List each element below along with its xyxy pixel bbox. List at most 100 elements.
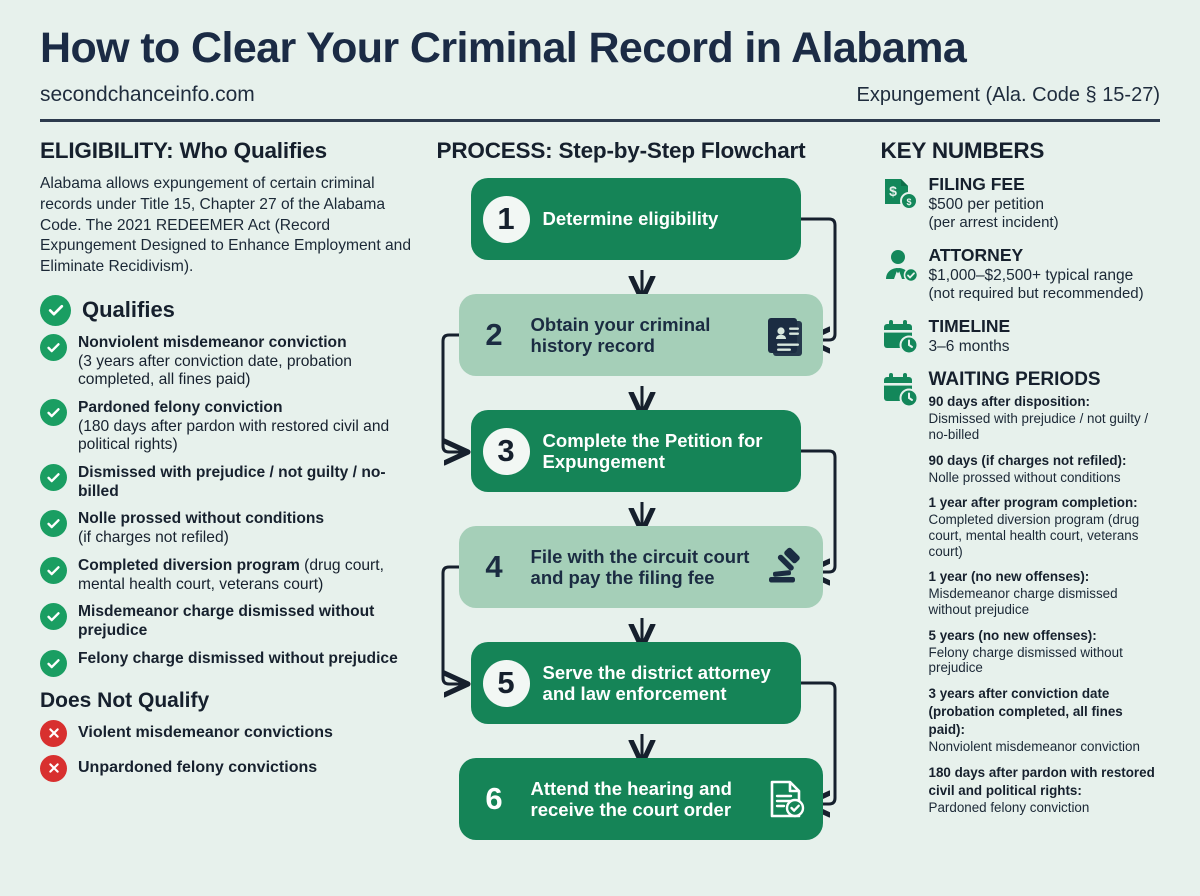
eligibility-intro: Alabama allows expungement of certain cr… [40, 175, 412, 276]
key-number-note: (not required but recommended) [928, 285, 1144, 303]
list-item: Nonviolent misdemeanor conviction(3 year… [40, 333, 423, 390]
step-label: Obtain your criminal history record [530, 313, 711, 357]
item-main: Pardoned felony conviction [78, 398, 283, 416]
key-number-value: 3–6 months [928, 338, 1010, 356]
list-item: Felony charge dismissed without prejudic… [40, 649, 423, 677]
item-sub: (3 years after conviction date, probatio… [78, 352, 352, 389]
gavel-icon [763, 544, 809, 590]
key-number-title: ATTORNEY [928, 245, 1024, 266]
key-numbers-column: KEY NUMBERS $$ FILING FEE $500 per petit… [867, 138, 1160, 874]
flow-step-1[interactable]: 1 Determine eligibility [470, 178, 801, 261]
item-main: Dismissed with prejudice / not guilty / … [78, 464, 386, 500]
waiting-label: 90 days after disposition: [928, 394, 1091, 410]
eligibility-column: ELIGIBILITY: Who Qualifies Alabama allow… [40, 138, 437, 874]
id-record-icon [763, 312, 809, 358]
step-number: 3 [482, 427, 530, 475]
list-item: Nolle prossed without conditions(if char… [40, 509, 423, 547]
check-icon [40, 294, 71, 326]
check-icon [40, 603, 67, 631]
check-icon [40, 398, 67, 426]
header-divider [40, 119, 1160, 123]
list-item: 1 year (no new offenses): Misdemeanor ch… [929, 568, 1160, 617]
step-number: 6 [485, 781, 503, 817]
page-title: How to Clear Your Criminal Record in Ala… [40, 24, 967, 72]
item-main: Nolle prossed without conditions [78, 510, 325, 528]
waiting-label: 1 year after program completion: [928, 495, 1138, 511]
item-main: Felony charge dismissed without prejudic… [78, 649, 398, 667]
flow-step-5[interactable]: 5 Serve the district attorney and law en… [470, 642, 801, 725]
key-number-note: (per arrest incident) [928, 214, 1059, 232]
check-icon [40, 510, 67, 538]
eligibility-heading: ELIGIBILITY: Who Qualifies [40, 138, 327, 164]
key-numbers-heading: KEY NUMBERS [880, 138, 1045, 164]
waiting-text: Pardoned felony conviction [928, 799, 1090, 815]
item-main: Unpardoned felony convictions [78, 758, 318, 776]
not-qualify-label: Does Not Qualify [40, 688, 210, 712]
step-label: File with the circuit court and pay the … [530, 545, 750, 589]
list-item: Pardoned felony conviction(180 days afte… [40, 398, 423, 455]
waiting-periods-section: WAITING PERIODS 90 days after dispositio… [881, 369, 1160, 824]
waiting-label: 1 year (no new offenses): [928, 569, 1090, 585]
item-main: Nonviolent misdemeanor conviction [78, 333, 347, 351]
check-icon [40, 556, 67, 584]
step-number: 2 [485, 317, 503, 353]
waiting-text: Nolle prossed without conditions [928, 469, 1121, 485]
waiting-label: 90 days (if charges not refiled): [928, 452, 1127, 468]
waiting-text: Felony charge dismissed without prejudic… [928, 644, 1123, 676]
flow-step-3[interactable]: 3 Complete the Petition for Expungement [470, 410, 801, 493]
key-number-attorney: ATTORNEY $1,000–$2,500+ typical range (n… [881, 245, 1160, 303]
key-number-value: $500 per petition [928, 196, 1045, 214]
qualifies-header: Qualifies [40, 294, 423, 326]
waiting-text: Nonviolent misdemeanor conviction [928, 738, 1140, 754]
list-item: 90 days after disposition: Dismissed wit… [929, 393, 1160, 442]
step-number: 1 [482, 195, 530, 243]
flow-step-2[interactable]: 2 Obtain your criminal history record [458, 294, 823, 377]
process-heading: PROCESS: Step-by-Step Flowchart [436, 138, 806, 164]
check-icon [40, 649, 67, 677]
svg-text:$: $ [906, 197, 911, 207]
header-subrow: secondchanceinfo.com Expungement (Ala. C… [40, 83, 1160, 107]
invoice-dollar-icon: $$ [881, 176, 919, 214]
list-item: 180 days after pardon with restored civi… [929, 764, 1160, 816]
columns-container: ELIGIBILITY: Who Qualifies Alabama allow… [40, 138, 1160, 874]
calendar-clock-icon [881, 371, 919, 409]
waiting-text: Dismissed with prejudice / not guilty / … [928, 411, 1149, 442]
key-number-filing-fee: $$ FILING FEE $500 per petition (per arr… [881, 174, 1160, 232]
item-sub: (180 days after pardon with restored civ… [78, 417, 390, 454]
waiting-label: 3 years after conviction date (probation… [928, 685, 1123, 737]
item-main: Misdemeanor charge dismissed without pre… [78, 603, 375, 639]
step-label: Complete the Petition for Expungement [542, 429, 763, 473]
document-check-icon [763, 776, 809, 822]
check-icon [40, 333, 67, 361]
list-item: 3 years after conviction date (probation… [929, 685, 1160, 755]
flow-step-6[interactable]: 6 Attend the hearing and receive the cou… [458, 758, 823, 841]
step-number: 5 [482, 659, 530, 707]
flowchart: 1 Determine eligibility 2 Obtain your cr… [437, 174, 867, 874]
list-item: 1 year after program completion: Complet… [929, 494, 1160, 559]
calendar-clock-icon [881, 318, 919, 356]
process-column: PROCESS: Step-by-Step Flowchart [437, 138, 867, 874]
list-item: Unpardoned felony convictions [40, 754, 423, 782]
qualifies-label: Qualifies [82, 296, 175, 322]
key-number-timeline: TIMELINE 3–6 months [881, 316, 1160, 356]
item-main: Completed diversion program [78, 556, 300, 574]
waiting-periods-list: 90 days after disposition: Dismissed wit… [929, 393, 1160, 815]
flow-step-4[interactable]: 4 File with the circuit court and pay th… [458, 526, 823, 609]
waiting-text: Misdemeanor charge dismissed without pre… [928, 586, 1118, 617]
key-number-title: TIMELINE [928, 316, 1011, 337]
list-item: Dismissed with prejudice / not guilty / … [40, 463, 423, 501]
key-number-title: FILING FEE [928, 174, 1025, 195]
step-label: Determine eligibility [542, 208, 719, 230]
step-label: Attend the hearing and receive the court… [530, 777, 732, 821]
item-main: Violent misdemeanor convictions [78, 723, 333, 741]
list-item: Misdemeanor charge dismissed without pre… [40, 602, 423, 640]
waiting-label: 5 years (no new offenses): [928, 627, 1097, 643]
close-icon [40, 754, 67, 782]
close-icon [40, 719, 67, 747]
waiting-periods-heading: WAITING PERIODS [928, 369, 1101, 391]
list-item: Completed diversion program (drug court,… [40, 556, 423, 594]
waiting-label: 180 days after pardon with restored civi… [928, 764, 1155, 798]
item-sub: (if charges not refiled) [78, 529, 229, 547]
list-item: 5 years (no new offenses): Felony charge… [929, 627, 1160, 676]
